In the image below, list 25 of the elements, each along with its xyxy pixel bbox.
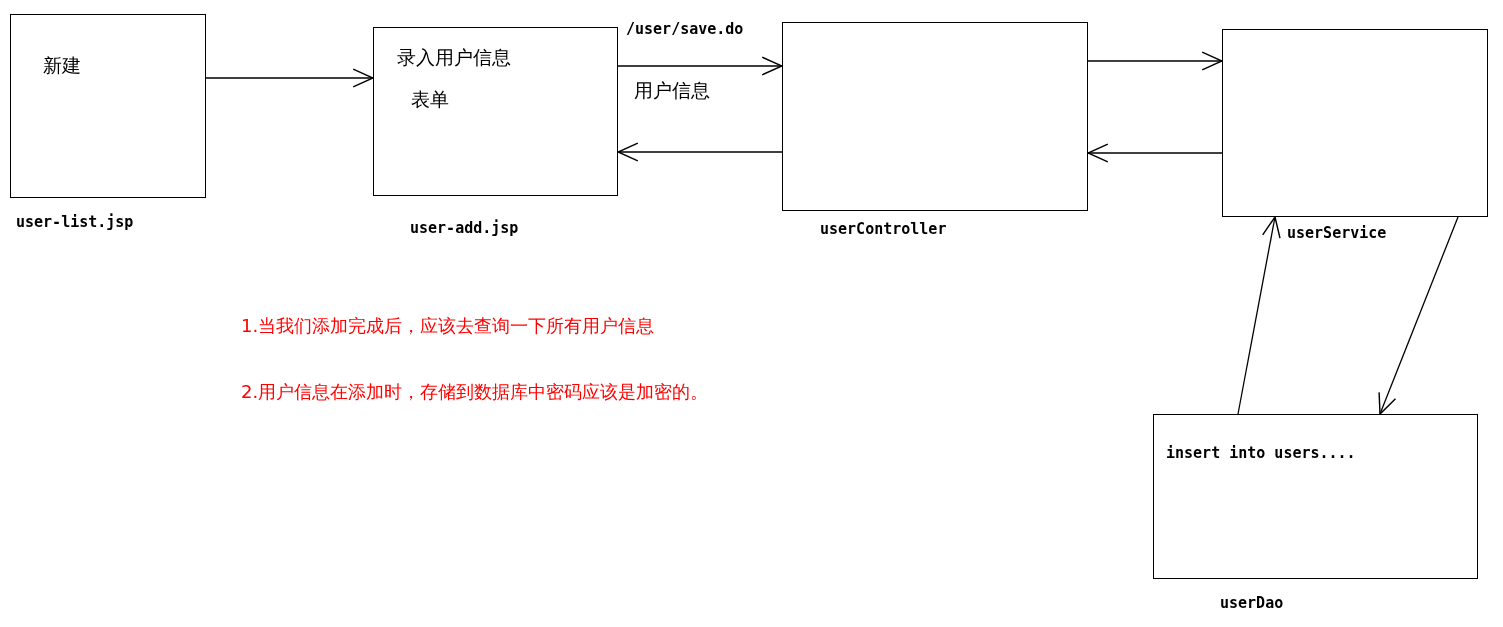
process-box [1222, 29, 1488, 217]
info-label: 用户信息 [634, 78, 710, 103]
component-label: user-add.jsp [410, 219, 519, 237]
component-label: userService [1287, 224, 1387, 242]
box-label: 录入用户信息 [397, 45, 511, 70]
box-label: 表单 [411, 87, 449, 112]
note-text: 2.用户信息在添加时，存储到数据库中密码应该是加密的。 [241, 380, 709, 404]
component-label: userController [820, 220, 947, 238]
arrow [617, 56, 783, 76]
arrow [1087, 143, 1223, 163]
process-box [10, 14, 206, 198]
code-text: insert into users.... [1166, 444, 1356, 462]
process-box [782, 22, 1088, 211]
box-label: 新建 [43, 53, 81, 78]
process-box [1153, 414, 1478, 579]
component-label: user-list.jsp [16, 213, 134, 231]
arrow [1087, 51, 1223, 71]
arrow [617, 142, 783, 162]
note-text: 1.当我们添加完成后，应该去查询一下所有用户信息 [241, 314, 655, 338]
edge-label: /user/save.do [626, 20, 744, 38]
component-label: userDao [1220, 594, 1284, 612]
arrow [205, 68, 374, 88]
process-box [373, 27, 618, 196]
arrow [1378, 216, 1459, 415]
arrow [1237, 216, 1281, 415]
